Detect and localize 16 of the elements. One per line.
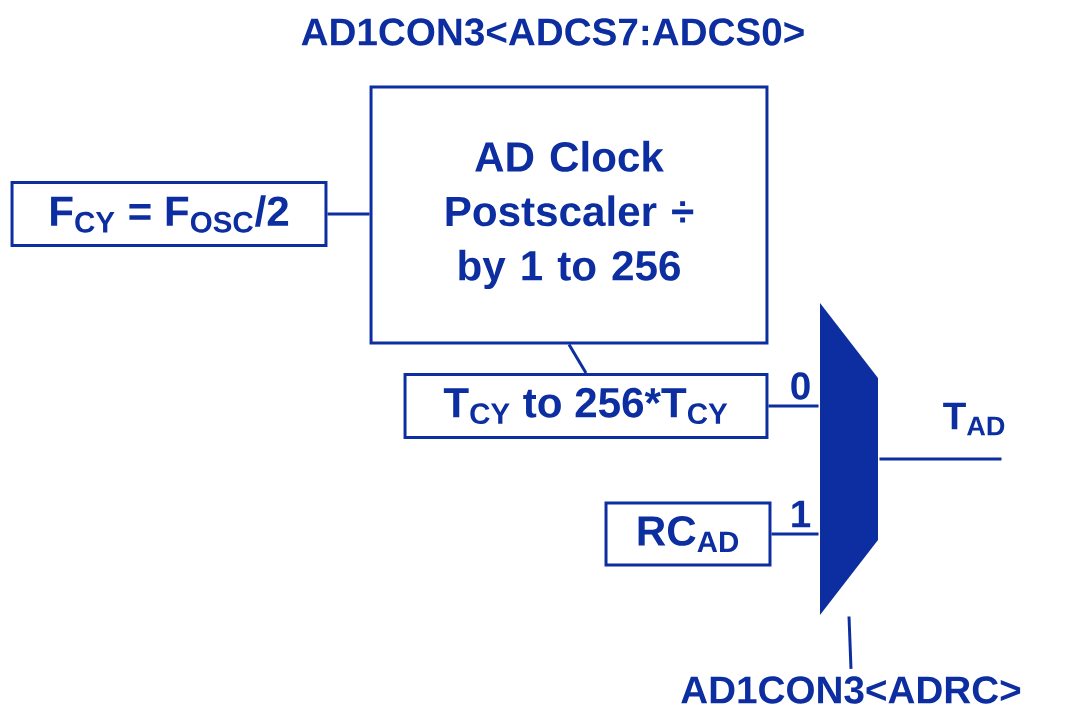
block-box: F$_{CY}$ = F$_{OSC}$/2 xyxy=(10,181,328,247)
edge-label: T$_{AD}$ xyxy=(943,402,1005,436)
connector-line xyxy=(879,457,1002,461)
title: AD1CON3<ADCS7:ADCS0> xyxy=(301,18,804,46)
connector-line xyxy=(771,532,819,536)
connector-line xyxy=(567,343,588,374)
block-box: T$_{CY}$ to 256*T$_{CY}$ xyxy=(403,373,769,439)
edge-label: 1 xyxy=(792,500,811,528)
connector-line xyxy=(847,616,853,669)
connector-line xyxy=(327,212,370,216)
edge-label: 0 xyxy=(791,372,810,400)
signal-label: AD1CON3<ADRC> xyxy=(681,676,1021,704)
multiplexer-symbol xyxy=(820,303,878,615)
connector-line xyxy=(768,404,819,408)
block-box: RC$_{AD}$ xyxy=(604,501,772,567)
block-box: AD Clock Postscaler ÷ by 1 to 256 xyxy=(369,85,769,345)
